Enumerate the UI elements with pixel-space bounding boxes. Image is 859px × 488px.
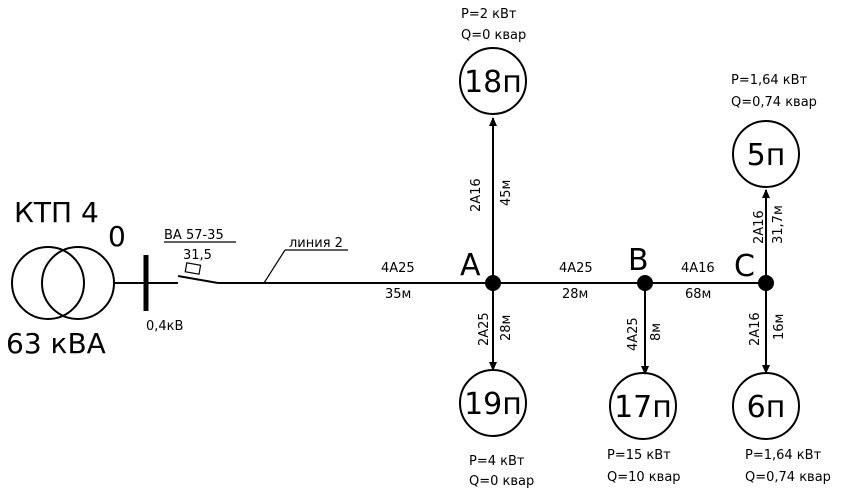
load-6-q: Q=0,74 квар [745,470,831,485]
seg-oa-cable: 4А25 [381,261,415,276]
load-6-p: Р=1,64 кВт [745,448,822,463]
load-18: 18п Р=2 кВт Q=0 квар [459,7,527,115]
load-5: 5п Р=1,64 кВт Q=0,74 квар [731,73,817,188]
node-b-label: B [628,243,649,278]
bus-voltage: 0,4кВ [146,319,183,334]
load-5-label: 5п [747,138,786,173]
node-c-label: C [734,249,755,284]
branch-a-down-cable: 2А25 [477,312,492,346]
branch-a-up-cable: 2А16 [469,178,484,212]
transformer-name: КТП 4 [14,196,99,229]
load-17: 17п Р=15 кВт Q=10 квар [607,372,681,485]
seg-ab-length: 28м [562,287,588,302]
load-6: 6п Р=1,64 кВт Q=0,74 квар [732,372,831,485]
load-18-q: Q=0 квар [461,28,526,43]
load-18-label: 18п [464,65,522,100]
branch-a-down-length: 28м [499,315,514,341]
load-18-p: Р=2 кВт [461,7,517,22]
load-5-q: Q=0,74 квар [731,95,817,110]
breaker-symbol [177,262,219,284]
load-6-circle [732,372,800,440]
load-17-label: 17п [614,390,672,425]
branch-c-down-length: 16м [772,314,787,340]
load-19-p: Р=4 кВт [469,454,525,469]
breaker-type: ВА 57-35 [164,228,224,243]
branch-b-down-length: 8м [649,323,664,341]
load-17-q: Q=10 квар [607,470,681,485]
load-17-circle [609,372,677,440]
load-19-q: Q=0 квар [469,474,534,488]
load-5-circle [732,120,800,188]
branch-c-down-cable: 2А16 [748,312,763,346]
node-a-label: A [460,248,481,283]
load-6-label: 6п [747,390,786,425]
branch-b-down-cable: 4А25 [626,317,641,351]
transformer-power: 63 кВА [6,327,106,360]
line-label-leader [263,249,286,284]
breaker-rating: 31,5 [183,248,212,263]
transformer-symbol [11,246,115,320]
branch-c-up-length: 31,7м [771,205,786,244]
load-19-label: 19п [464,387,522,422]
load-19: 19п Р=4 кВт Q=0 квар [459,369,534,488]
seg-bc-cable: 4А16 [681,261,715,276]
seg-bc-length: 68м [685,287,711,302]
bus-node-label: 0 [108,220,126,253]
load-5-p: Р=1,64 кВт [731,73,808,88]
seg-ab-cable: 4А25 [559,261,593,276]
line-label: линия 2 [289,236,343,251]
load-17-p: Р=15 кВт [607,448,671,463]
load-18-circle [459,47,527,115]
seg-oa-length: 35м [385,287,411,302]
branch-c-up-cable: 2А16 [752,210,767,244]
load-19-circle [459,369,527,437]
branch-a-up-length: 45м [499,180,514,206]
